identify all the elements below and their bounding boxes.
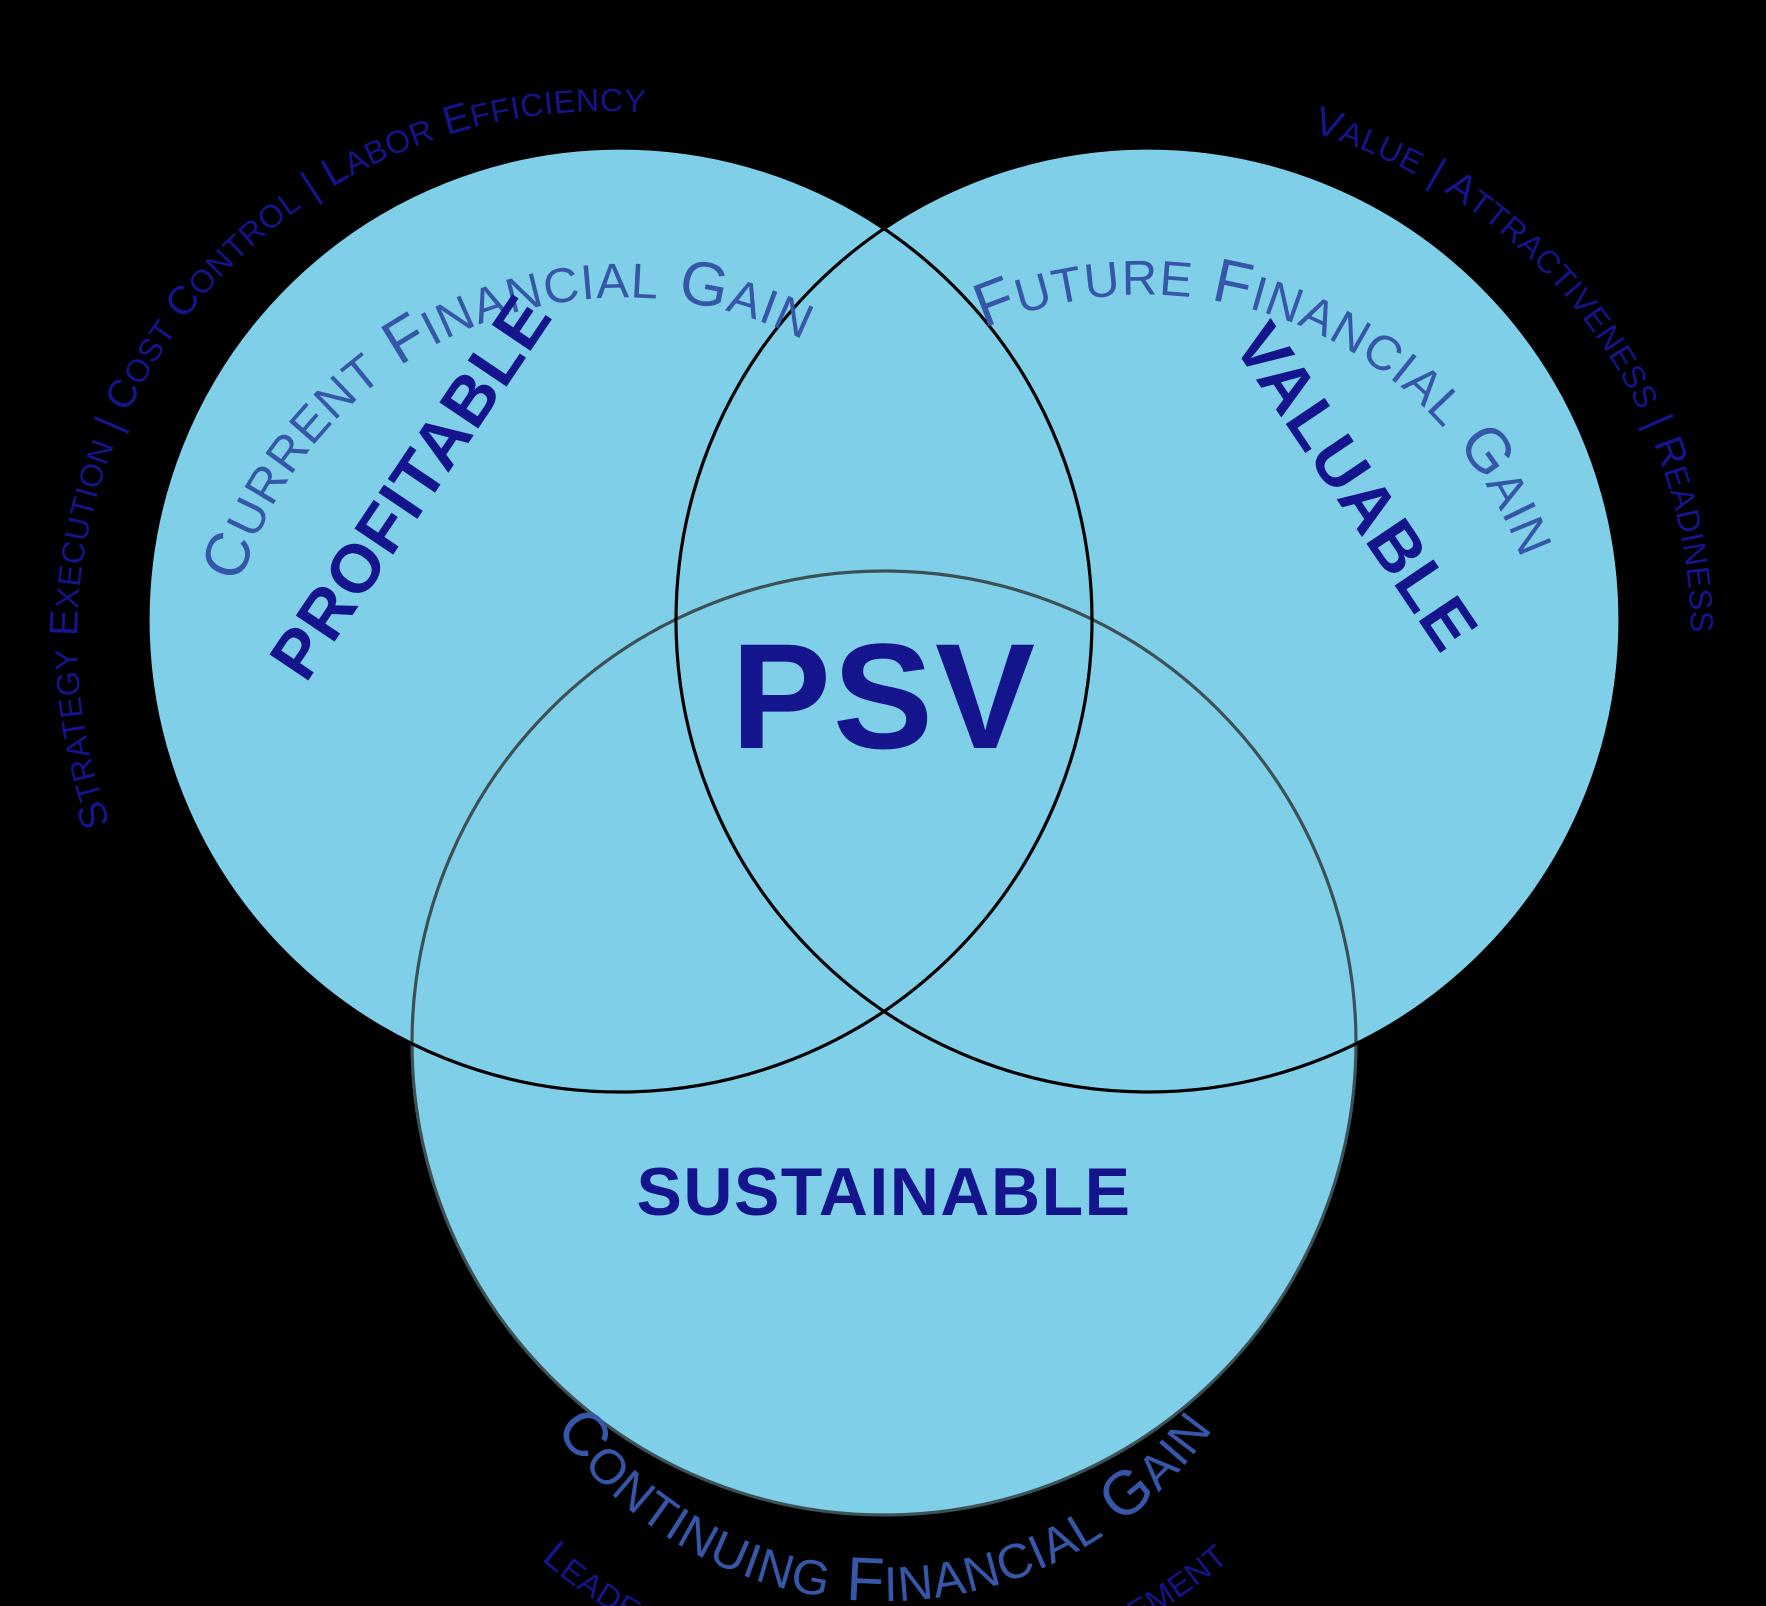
title-text-sustainable: SUSTAINABLE: [636, 1154, 1131, 1230]
venn-circle-outlines: [146, 146, 1622, 1517]
circle-fill-sustainable: [412, 571, 1356, 1515]
center-text-psv: PSV: [731, 612, 1037, 780]
venn-circle-fills: [148, 148, 1620, 1515]
circle-outline-valuable: [674, 146, 1622, 1094]
title-sustainable: SUSTAINABLE: [636, 1154, 1131, 1230]
center-label-psv: PSV: [731, 612, 1037, 780]
circle-outline-profitable: [146, 146, 1094, 1094]
